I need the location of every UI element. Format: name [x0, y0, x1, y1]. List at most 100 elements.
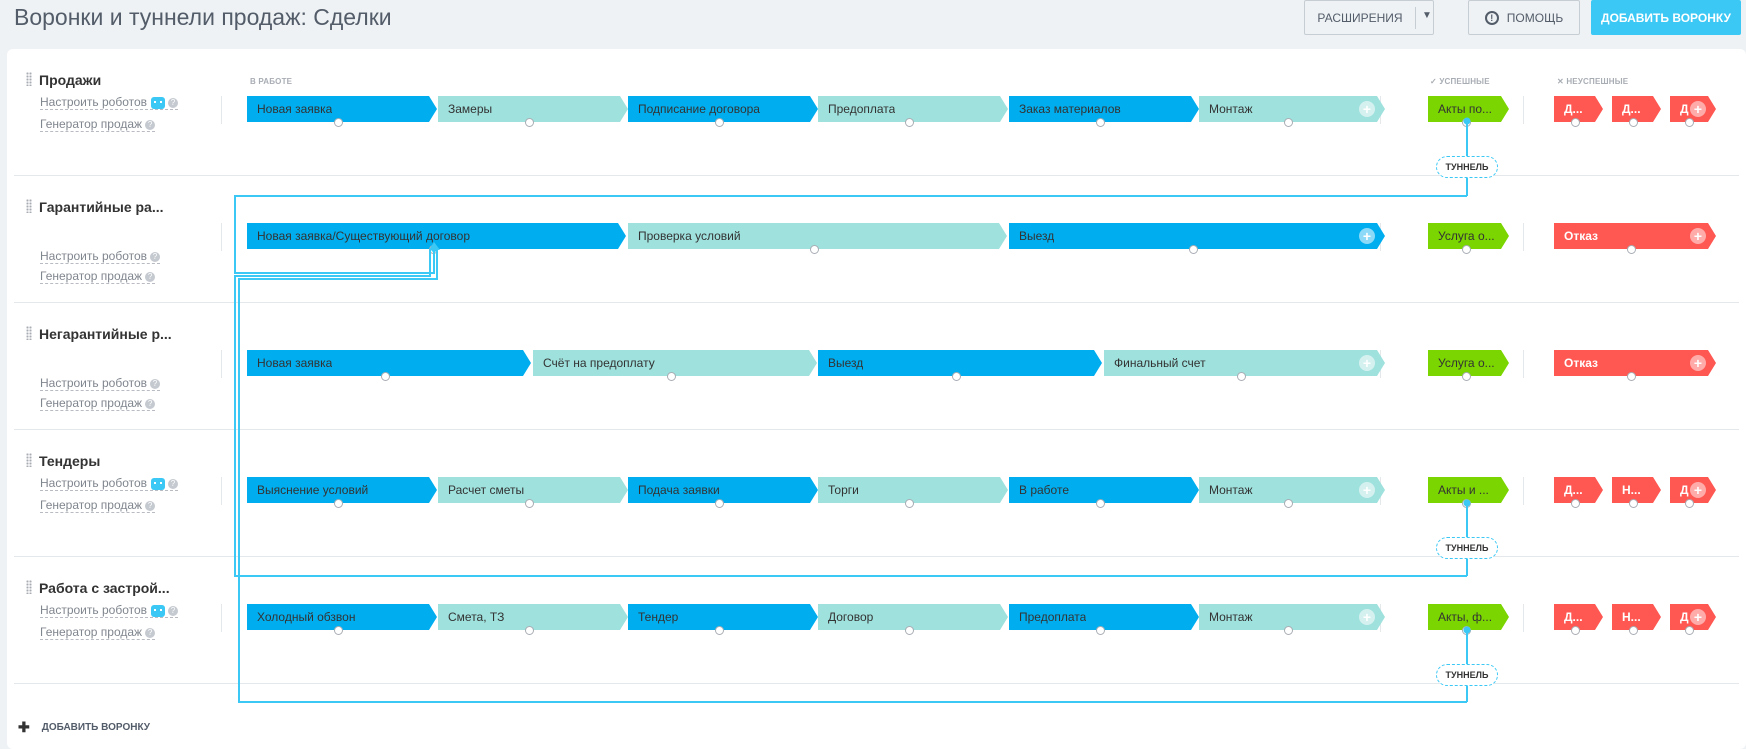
help-icon[interactable]: ? [150, 378, 161, 389]
stage-connector-dot[interactable] [715, 118, 724, 127]
stage-connector-dot[interactable] [715, 626, 724, 635]
drag-handle-icon[interactable] [26, 580, 32, 594]
drag-handle-icon[interactable] [26, 72, 32, 86]
stage-fail[interactable]: Д+ [1670, 604, 1716, 635]
stage-in-work[interactable]: Расчет сметы [438, 477, 628, 508]
stage-in-work[interactable]: Финальный счет+ [1104, 350, 1385, 381]
stage-connector-dot[interactable] [1462, 626, 1471, 635]
stage-fail[interactable]: Отказ+ [1554, 350, 1716, 381]
stage-fail[interactable]: Д... [1554, 96, 1603, 127]
help-icon[interactable]: ? [145, 119, 156, 130]
stage-connector-dot[interactable] [525, 118, 534, 127]
stage-connector-dot[interactable] [1096, 626, 1105, 635]
drag-handle-icon[interactable] [26, 453, 32, 467]
configure-robots-link[interactable]: Настроить роботов? [40, 96, 179, 110]
stage-in-work[interactable]: Монтаж+ [1199, 477, 1385, 508]
stage-success[interactable]: Акты, ф... [1428, 604, 1509, 635]
stage-connector-dot[interactable] [1096, 118, 1105, 127]
help-icon[interactable]: ? [145, 627, 156, 638]
stage-in-work[interactable]: Замеры [438, 96, 628, 127]
configure-robots-link[interactable]: Настроить роботов? [40, 604, 179, 618]
stage-connector-dot[interactable] [1685, 499, 1694, 508]
stage-in-work[interactable]: Новая заявка [247, 350, 531, 381]
help-icon[interactable]: ? [168, 605, 179, 616]
stage-connector-dot[interactable] [1629, 499, 1638, 508]
stage-connector-dot[interactable] [1571, 626, 1580, 635]
help-icon[interactable]: ? [168, 97, 179, 108]
stage-in-work[interactable]: Тендер [628, 604, 818, 635]
drag-handle-icon[interactable] [26, 326, 32, 340]
add-stage-icon[interactable]: + [1690, 482, 1706, 498]
help-button[interactable]: ! ПОМОЩЬ [1468, 0, 1580, 35]
add-stage-icon[interactable]: + [1359, 101, 1375, 117]
sales-generator-link[interactable]: Генератор продаж? [40, 118, 156, 132]
tunnel-badge[interactable]: ТУННЕЛЬ [1436, 537, 1498, 559]
stage-in-work[interactable]: Новая заявка/Существующий договор [247, 223, 626, 254]
stage-connector-dot[interactable] [715, 499, 724, 508]
stage-in-work[interactable]: Подача заявки [628, 477, 818, 508]
stage-in-work[interactable]: Предоплата [1009, 604, 1199, 635]
sales-generator-link[interactable]: Генератор продаж? [40, 270, 156, 284]
stage-success[interactable]: Акты и ... [1428, 477, 1509, 508]
add-stage-icon[interactable]: + [1690, 355, 1706, 371]
add-stage-icon[interactable]: + [1690, 228, 1706, 244]
funnel-name[interactable]: Продажи [39, 72, 102, 88]
stage-connector-dot[interactable] [905, 118, 914, 127]
help-icon[interactable]: ? [168, 478, 179, 489]
drag-handle-icon[interactable] [26, 199, 32, 213]
stage-connector-dot[interactable] [1096, 499, 1105, 508]
stage-connector-dot[interactable] [1685, 118, 1694, 127]
stage-connector-dot[interactable] [1627, 245, 1636, 254]
stage-connector-dot[interactable] [905, 499, 914, 508]
stage-connector-dot[interactable] [1685, 626, 1694, 635]
stage-in-work[interactable]: Монтаж+ [1199, 604, 1385, 635]
stage-connector-dot[interactable] [810, 245, 819, 254]
add-stage-icon[interactable]: + [1359, 609, 1375, 625]
funnel-name[interactable]: Работа с застрой... [39, 580, 170, 596]
stage-connector-dot[interactable] [1462, 245, 1471, 254]
sales-generator-link[interactable]: Генератор продаж? [40, 626, 156, 640]
stage-in-work[interactable]: Выяснение условий [247, 477, 437, 508]
stage-fail[interactable]: Д+ [1670, 477, 1716, 508]
stage-in-work[interactable]: Выезд+ [1009, 223, 1385, 254]
stage-connector-dot[interactable] [952, 372, 961, 381]
stage-connector-dot[interactable] [334, 626, 343, 635]
funnel-name[interactable]: Гарантийные ра... [39, 199, 164, 215]
stage-fail[interactable]: Н... [1612, 477, 1661, 508]
help-icon[interactable]: ? [145, 500, 156, 511]
stage-connector-dot[interactable] [381, 372, 390, 381]
stage-in-work[interactable]: Подписание договора [628, 96, 818, 127]
stage-in-work[interactable]: Монтаж+ [1199, 96, 1385, 127]
stage-connector-dot[interactable] [1284, 626, 1293, 635]
configure-robots-link[interactable]: Настроить роботов? [40, 250, 161, 264]
help-icon[interactable]: ? [150, 251, 161, 262]
stage-connector-dot[interactable] [1237, 372, 1246, 381]
stage-connector-dot[interactable] [1462, 372, 1471, 381]
stage-fail[interactable]: Д... [1554, 604, 1603, 635]
add-funnel-button[interactable]: ДОБАВИТЬ ВОРОНКУ [1591, 0, 1741, 35]
help-icon[interactable]: ? [145, 398, 156, 409]
stage-in-work[interactable]: Заказ материалов [1009, 96, 1199, 127]
stage-fail[interactable]: Н... [1612, 604, 1661, 635]
add-stage-icon[interactable]: + [1359, 482, 1375, 498]
stage-connector-dot[interactable] [1627, 372, 1636, 381]
tunnel-badge[interactable]: ТУННЕЛЬ [1436, 664, 1498, 686]
stage-connector-dot[interactable] [525, 499, 534, 508]
sales-generator-link[interactable]: Генератор продаж? [40, 397, 156, 411]
stage-in-work[interactable]: Предоплата [818, 96, 1008, 127]
add-stage-icon[interactable]: + [1359, 355, 1375, 371]
stage-connector-dot[interactable] [667, 372, 676, 381]
stage-success[interactable]: Услуга о... [1428, 350, 1509, 381]
stage-fail[interactable]: Д... [1554, 477, 1603, 508]
stage-connector-dot[interactable] [1284, 499, 1293, 508]
stage-connector-dot[interactable] [334, 499, 343, 508]
configure-robots-link[interactable]: Настроить роботов? [40, 477, 179, 491]
add-stage-icon[interactable]: + [1359, 228, 1375, 244]
stage-success[interactable]: Акты по... [1428, 96, 1509, 127]
extensions-button[interactable]: РАСШИРЕНИЯ ▼ [1304, 0, 1434, 35]
stage-in-work[interactable]: Смета, ТЗ [438, 604, 628, 635]
stage-connector-dot[interactable] [1571, 499, 1580, 508]
stage-connector-dot[interactable] [1571, 118, 1580, 127]
stage-in-work[interactable]: Проверка условий [628, 223, 1007, 254]
stage-connector-dot[interactable] [525, 626, 534, 635]
